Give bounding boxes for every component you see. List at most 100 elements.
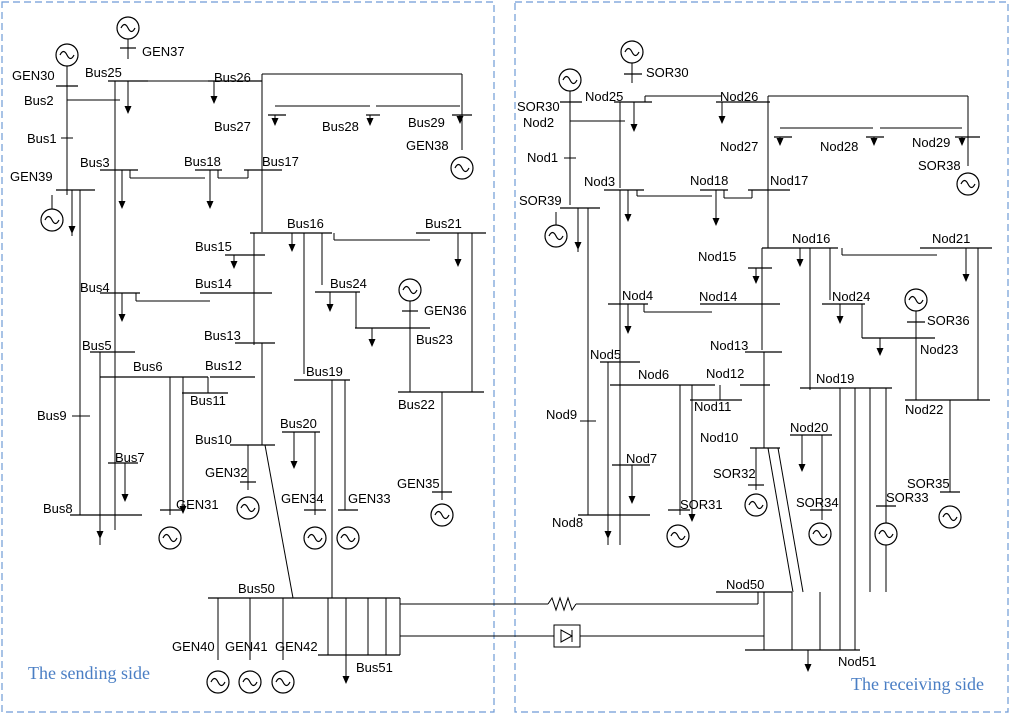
label-gen35: GEN35 bbox=[397, 476, 440, 491]
label-nod1: Nod1 bbox=[527, 150, 558, 165]
wire bbox=[264, 444, 294, 599]
label-bus22: Bus22 bbox=[398, 397, 435, 412]
label-nod4: Nod4 bbox=[622, 288, 653, 303]
label-gen36: GEN36 bbox=[424, 303, 467, 318]
label-nod11: Nod11 bbox=[694, 399, 731, 414]
label-sor33: SOR33 bbox=[886, 490, 929, 505]
diode-icon bbox=[553, 624, 581, 648]
resistor-icon bbox=[547, 596, 577, 612]
label-nod9: Nod9 bbox=[546, 407, 577, 422]
receiving-frame bbox=[514, 1, 1009, 713]
label-gen30: GEN30 bbox=[12, 68, 55, 83]
label-bus6: Bus6 bbox=[133, 359, 163, 374]
label-bus2: Bus2 bbox=[24, 93, 54, 108]
label-nod21: Nod21 bbox=[932, 231, 970, 246]
label-nod10: Nod10 bbox=[700, 430, 738, 445]
ac-generator-icon bbox=[744, 493, 768, 517]
wire bbox=[777, 447, 804, 593]
label-nod28: Nod28 bbox=[820, 139, 858, 154]
ac-generator-icon bbox=[450, 156, 474, 180]
ac-generator-icon bbox=[808, 522, 832, 546]
label-nod12: Nod12 bbox=[706, 366, 744, 381]
label-bus18: Bus18 bbox=[184, 154, 221, 169]
label-nod23: Nod23 bbox=[920, 342, 958, 357]
label-bus19: Bus19 bbox=[306, 364, 343, 379]
label-nod2: Nod2 bbox=[523, 115, 554, 130]
receiving-side-label: The receiving side bbox=[851, 674, 984, 694]
label-bus11: Bus11 bbox=[190, 393, 226, 408]
label-bus26: Bus26 bbox=[214, 70, 251, 85]
label-nod50: Nod50 bbox=[726, 577, 764, 592]
label-nod27: Nod27 bbox=[720, 139, 758, 154]
label-bus50: Bus50 bbox=[238, 581, 275, 596]
label-bus20: Bus20 bbox=[280, 416, 317, 431]
ac-generator-icon bbox=[938, 505, 962, 529]
label-nod29: Nod29 bbox=[912, 135, 950, 150]
label-nod8: Nod8 bbox=[552, 515, 583, 530]
label-bus15: Bus15 bbox=[195, 239, 232, 254]
label-bus25: Bus25 bbox=[85, 65, 122, 80]
label-gen39: GEN39 bbox=[10, 169, 53, 184]
label-bus9: Bus9 bbox=[37, 408, 67, 423]
label-nod14: Nod14 bbox=[699, 289, 737, 304]
label-bus51: Bus51 bbox=[356, 660, 393, 675]
label-bus21: Bus21 bbox=[425, 216, 462, 231]
label-nod22: Nod22 bbox=[905, 402, 943, 417]
label-nod18: Nod18 bbox=[690, 173, 728, 188]
label-nod17: Nod17 bbox=[770, 173, 808, 188]
ac-generator-icon bbox=[558, 68, 582, 92]
label-nod6: Nod6 bbox=[638, 367, 669, 382]
label-nod7: Nod7 bbox=[626, 451, 657, 466]
label-bus4: Bus4 bbox=[80, 280, 110, 295]
label-gen32: GEN32 bbox=[205, 465, 248, 480]
label-bus12: Bus12 bbox=[205, 358, 242, 373]
sending-side-label: The sending side bbox=[28, 663, 150, 683]
label-nod25: Nod25 bbox=[585, 89, 623, 104]
label-bus28: Bus28 bbox=[322, 119, 359, 134]
label-gen33: GEN33 bbox=[348, 491, 391, 506]
label-bus1: Bus1 bbox=[27, 131, 57, 146]
label-bus23: Bus23 bbox=[416, 332, 453, 347]
ac-generator-icon bbox=[238, 670, 262, 694]
label-bus7: Bus7 bbox=[115, 450, 145, 465]
label-nod16: Nod16 bbox=[792, 231, 830, 246]
label-sor39: SOR39 bbox=[519, 193, 562, 208]
wire bbox=[767, 447, 794, 593]
label-nod13: Nod13 bbox=[710, 338, 748, 353]
ac-generator-icon bbox=[398, 278, 422, 302]
label-sor31: SOR31 bbox=[680, 497, 723, 512]
ac-generator-icon bbox=[666, 524, 690, 548]
label-nod5: Nod5 bbox=[590, 347, 621, 362]
label-bus16: Bus16 bbox=[287, 216, 324, 231]
label-nod3: Nod3 bbox=[584, 174, 615, 189]
label-nod26: Nod26 bbox=[720, 89, 758, 104]
label-nod20: Nod20 bbox=[790, 420, 828, 435]
label-bus29: Bus29 bbox=[408, 115, 445, 130]
loads bbox=[68, 81, 970, 684]
label-sor30: SOR30 bbox=[517, 99, 560, 114]
label-bus17: Bus17 bbox=[262, 154, 299, 169]
label-sor34: SOR34 bbox=[796, 495, 839, 510]
label-gen31: GEN31 bbox=[176, 497, 219, 512]
label-gen34: GEN34 bbox=[281, 491, 324, 506]
ac-generator-icon bbox=[116, 16, 140, 40]
ac-generator-icon bbox=[956, 172, 980, 196]
label-bus27: Bus27 bbox=[214, 119, 251, 134]
label-nod24: Nod24 bbox=[832, 289, 870, 304]
label-sor30: SOR30 bbox=[646, 65, 689, 80]
ac-generator-icon bbox=[544, 224, 568, 248]
sending-frame bbox=[1, 1, 495, 713]
label-nod19: Nod19 bbox=[816, 371, 854, 386]
ac-generator-icon bbox=[40, 208, 64, 232]
label-gen40: GEN40 bbox=[172, 639, 215, 654]
ac-generator-icon bbox=[904, 288, 928, 312]
ac-generator-icon bbox=[158, 526, 182, 550]
ac-generator-icon bbox=[271, 670, 295, 694]
ac-generator-icon bbox=[303, 526, 327, 550]
ac-generator-icon bbox=[236, 496, 260, 520]
label-sor36: SOR36 bbox=[927, 313, 970, 328]
label-sor38: SOR38 bbox=[918, 158, 961, 173]
